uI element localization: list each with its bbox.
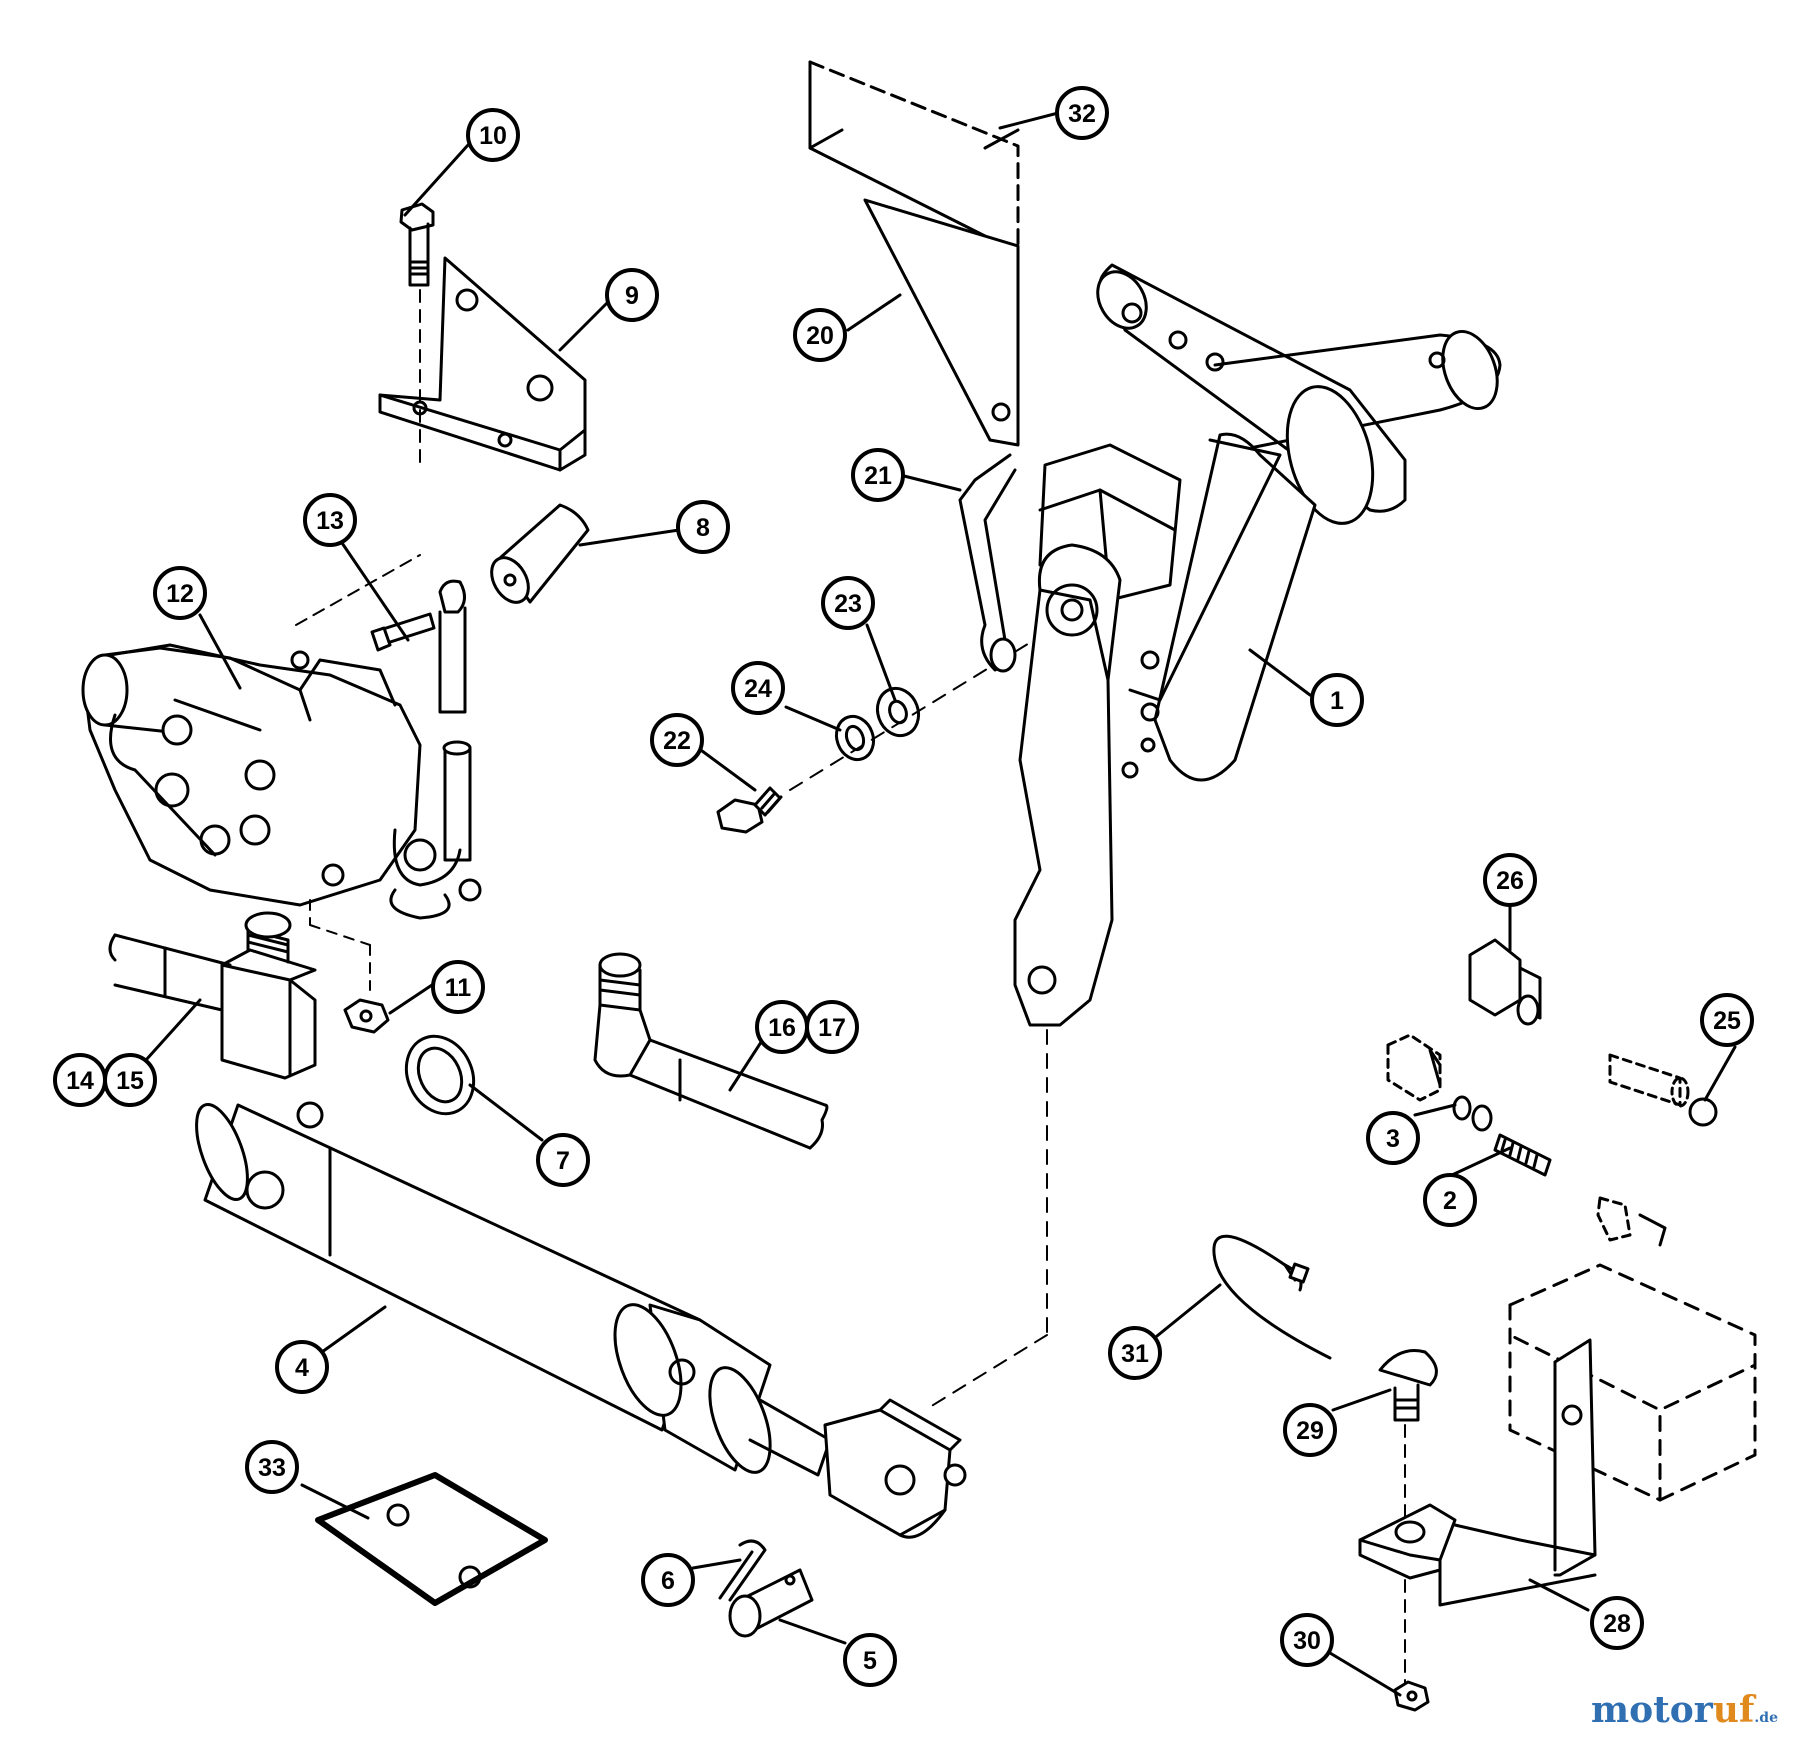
callout-2: 2: [1423, 1173, 1477, 1227]
washer-part-23: [875, 686, 921, 738]
callout-label: 7: [556, 1147, 570, 1175]
rockshaft-part-1: [924, 263, 1502, 1411]
callout-22: 22: [650, 713, 704, 767]
callout-label: 28: [1603, 1610, 1631, 1638]
callout-label: 21: [864, 462, 892, 490]
callout-label: 32: [1068, 100, 1096, 128]
callout-label: 6: [661, 1567, 675, 1595]
callout-26: 26: [1483, 853, 1537, 907]
callout-15: 15: [103, 1053, 157, 1107]
callout-1: 1: [1310, 673, 1364, 727]
callout-7: 7: [536, 1133, 590, 1187]
callout-label: 26: [1496, 867, 1524, 895]
hydraulic-cylinder-part: [195, 1101, 967, 1539]
callout-16: 16: [755, 1000, 809, 1054]
callout-17: 17: [805, 1000, 859, 1054]
callout-21: 21: [851, 448, 905, 502]
callout-12: 12: [153, 566, 207, 620]
callout-label: 14: [66, 1067, 94, 1095]
callout-label: 11: [445, 974, 472, 1002]
callout-28: 28: [1590, 1596, 1644, 1650]
watermark-logo: motoruf.de: [1591, 1689, 1778, 1731]
callout-25: 25: [1700, 993, 1754, 1047]
control-valve-part: [81, 643, 482, 991]
callout-label: 31: [1121, 1340, 1149, 1368]
callout-3: 3: [1366, 1111, 1420, 1165]
valve-bracket-part: [378, 256, 587, 472]
carriage-bolt-part-29: [1378, 1349, 1438, 1526]
callout-label: 16: [768, 1014, 796, 1042]
callouts: 1 2 3 4 5 6 7 8: [53, 86, 1754, 1687]
hose-elbow-part-14-15: [108, 911, 317, 1080]
callout-label: 8: [696, 514, 710, 542]
lock-washer-part-24: [834, 714, 876, 762]
callout-label: 3: [1386, 1125, 1400, 1153]
callout-label: 1: [1330, 687, 1344, 715]
callout-label: 5: [863, 1647, 877, 1675]
callout-4: 4: [275, 1340, 329, 1394]
relief-valve-part-2: [1386, 1033, 1667, 1247]
callout-label: 2: [1443, 1187, 1457, 1215]
callout-label: 20: [806, 322, 834, 350]
callout-5: 5: [843, 1633, 897, 1687]
callout-label: 9: [625, 282, 639, 310]
callout-label: 13: [316, 507, 344, 535]
callout-label: 4: [295, 1354, 309, 1382]
callout-label: 30: [1293, 1627, 1321, 1655]
cotter-pin-part-6: [718, 1539, 767, 1602]
callout-label: 22: [663, 727, 691, 755]
decal-part-33: [315, 1472, 548, 1606]
callout-label: 29: [1296, 1417, 1324, 1445]
mount-bracket-part: [863, 198, 1020, 447]
ball-part-25: [1608, 1053, 1718, 1127]
callout-29: 29: [1283, 1403, 1337, 1457]
callout-label: 12: [166, 580, 194, 608]
callout-14: 14: [53, 1053, 107, 1107]
callout-label: 23: [834, 590, 862, 618]
nut-part-30: [1393, 1680, 1430, 1712]
callout-label: 33: [258, 1454, 286, 1482]
callout-20: 20: [793, 308, 847, 362]
bolt-part-10: [399, 202, 435, 471]
clevis-pin-part-5: [728, 1568, 814, 1638]
fitting-part-26: [1468, 938, 1542, 1026]
callout-33: 33: [245, 1440, 299, 1494]
callout-10: 10: [466, 108, 520, 162]
callout-23: 23: [821, 576, 875, 630]
bushing-part-7: [404, 1034, 476, 1116]
spring-rod-part-21: [958, 453, 1017, 673]
bolt-part-13: [295, 554, 467, 714]
watermark-tld: .de: [1754, 1710, 1778, 1726]
callout-label: 17: [818, 1014, 846, 1042]
o-ring-part-3: [1452, 1095, 1493, 1132]
callout-9: 9: [605, 268, 659, 322]
callout-label: 15: [116, 1067, 144, 1095]
bracket-part-28: [1358, 1263, 1757, 1691]
callout-13: 13: [303, 493, 357, 547]
callout-11: 11: [431, 960, 485, 1014]
leader-lines: [144, 110, 1737, 1697]
nut-part-11: [343, 998, 390, 1034]
callout-32: 32: [1055, 86, 1109, 140]
callout-8: 8: [676, 500, 730, 554]
callout-label: 25: [1713, 1007, 1741, 1035]
bolt-part-22: [716, 786, 783, 834]
hose-clip-part-31: [1212, 1234, 1332, 1360]
callout-31: 31: [1108, 1326, 1162, 1380]
knob-part: [490, 503, 590, 604]
callout-label: 10: [479, 122, 507, 150]
callout-24: 24: [731, 661, 785, 715]
callout-6: 6: [641, 1553, 695, 1607]
callout-30: 30: [1280, 1613, 1334, 1667]
hose-fitting-part-16-17: [593, 952, 829, 1150]
watermark-brand-a: motor: [1591, 1689, 1713, 1731]
callout-label: 24: [744, 675, 772, 703]
watermark-brand-b: uf: [1712, 1689, 1755, 1731]
